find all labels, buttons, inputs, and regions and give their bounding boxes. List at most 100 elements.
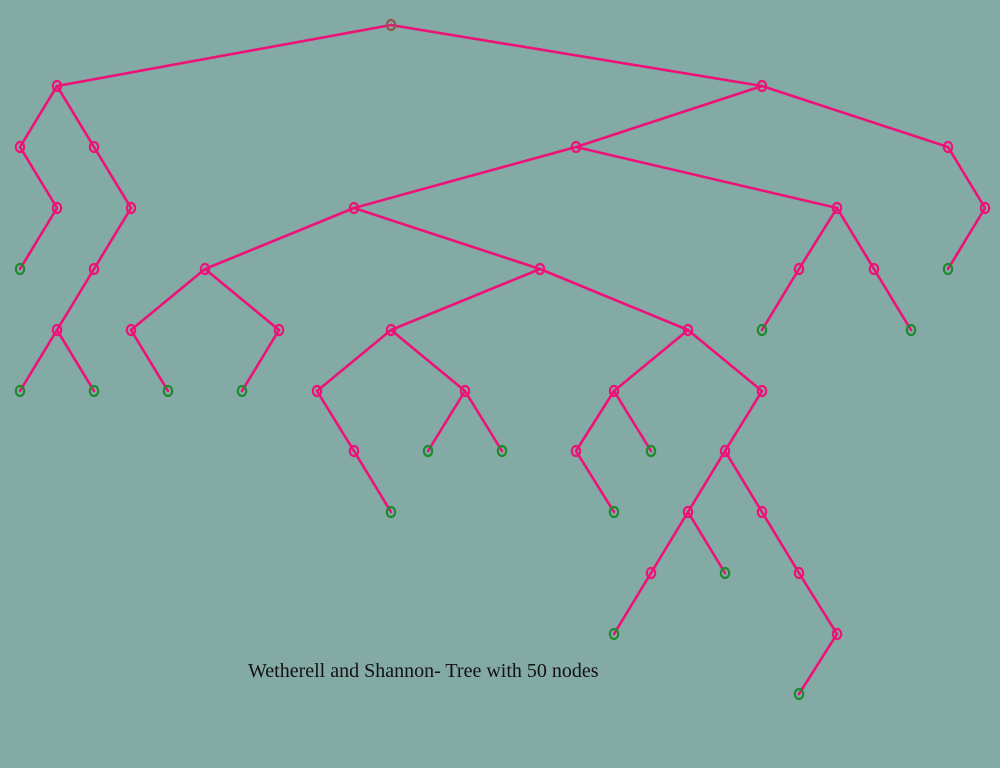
tree-edge (315, 389, 356, 453)
tree-edge (92, 206, 133, 271)
tree-node-internal (51, 201, 63, 215)
tree-node-internal (793, 262, 805, 276)
tree-node-internal (199, 262, 211, 276)
tree-edge (686, 510, 727, 575)
tree-node-internal (719, 444, 731, 458)
tree-edge (797, 632, 839, 696)
tree-edge (55, 328, 96, 393)
tree-node-internal (88, 262, 100, 276)
tree-node-leaf (719, 566, 731, 580)
tree-node-internal (682, 505, 694, 519)
tree-edge (352, 145, 578, 210)
tree-node-internal (979, 201, 991, 215)
tree-edge (835, 206, 876, 271)
tree-edge (18, 328, 59, 393)
tree-edge (574, 389, 616, 453)
tree-edge (612, 328, 690, 393)
tree-node-internal (459, 384, 471, 398)
tree-edge (389, 328, 467, 393)
tree-edge (389, 23, 764, 88)
tree-node-leaf (608, 505, 620, 519)
tree-edge (129, 328, 170, 393)
tree-edge (203, 267, 281, 332)
tree-node-leaf (905, 323, 917, 337)
tree-node-internal (88, 140, 100, 154)
tree-node-internal (14, 140, 26, 154)
tree-node-internal (831, 627, 843, 641)
tree-edge (686, 449, 727, 514)
tree-edge (240, 328, 281, 393)
tree-node-internal (273, 323, 285, 337)
tree-edge (315, 328, 393, 393)
tree-edge (18, 206, 59, 271)
tree-node-leaf (793, 687, 805, 701)
tree-edge (760, 510, 801, 575)
tree-node-internal (51, 323, 63, 337)
tree-node-leaf (88, 384, 100, 398)
tree-edge (203, 206, 356, 271)
tree-edge (55, 267, 96, 332)
tree-node-internal (311, 384, 323, 398)
tree-node-internal (942, 140, 954, 154)
tree-node-internal (756, 384, 768, 398)
tree-node-internal (868, 262, 880, 276)
tree-edge (574, 449, 616, 514)
tree-edge (129, 267, 207, 332)
tree-node-leaf (14, 262, 26, 276)
tree-node-leaf (162, 384, 174, 398)
tree-edge (18, 145, 59, 210)
tree-node-internal (682, 323, 694, 337)
tree-node-internal (645, 566, 657, 580)
tree-edge (946, 145, 987, 210)
tree-node-internal (51, 79, 63, 93)
tree-node-internal (348, 444, 360, 458)
tree-node-internal (756, 79, 768, 93)
tree-edge (872, 267, 913, 332)
tree-edge (760, 84, 950, 149)
tree-node-leaf (645, 444, 657, 458)
tree-node-leaf (236, 384, 248, 398)
tree-node-leaf (14, 384, 26, 398)
tree-edge (55, 23, 393, 88)
tree-edge (686, 328, 764, 393)
tree-node-internal (831, 201, 843, 215)
tree-edge (723, 389, 764, 453)
tree-edge (574, 84, 764, 149)
tree-edges (18, 23, 987, 696)
tree-edge (723, 449, 764, 514)
tree-node-internal (385, 323, 397, 337)
tree-edge (389, 267, 542, 332)
tree-edge (797, 206, 839, 271)
tree-edge (649, 510, 690, 575)
tree-edge (612, 389, 653, 453)
tree-edge (946, 206, 987, 271)
tree-node-root (385, 18, 397, 32)
tree-edge (760, 267, 801, 332)
tree-node-leaf (942, 262, 954, 276)
tree-node-leaf (422, 444, 434, 458)
tree-node-internal (534, 262, 546, 276)
tree-node-leaf (756, 323, 768, 337)
tree-node-internal (348, 201, 360, 215)
tree-node-internal (756, 505, 768, 519)
diagram-caption: Wetherell and Shannon- Tree with 50 node… (248, 660, 599, 682)
tree-edge (574, 145, 839, 210)
tree-nodes (14, 18, 991, 701)
tree-edge (426, 389, 467, 453)
tree-edge (538, 267, 690, 332)
tree-node-internal (570, 140, 582, 154)
tree-node-internal (570, 444, 582, 458)
tree-edge (352, 449, 393, 514)
tree-node-leaf (385, 505, 397, 519)
tree-edge (18, 84, 59, 149)
tree-edge (352, 206, 542, 271)
tree-node-leaf (608, 627, 620, 641)
tree-edge (612, 571, 653, 636)
tree-node-internal (793, 566, 805, 580)
tree-node-internal (608, 384, 620, 398)
tree-edge (55, 84, 96, 149)
tree-edge (463, 389, 504, 453)
tree-node-internal (125, 323, 137, 337)
